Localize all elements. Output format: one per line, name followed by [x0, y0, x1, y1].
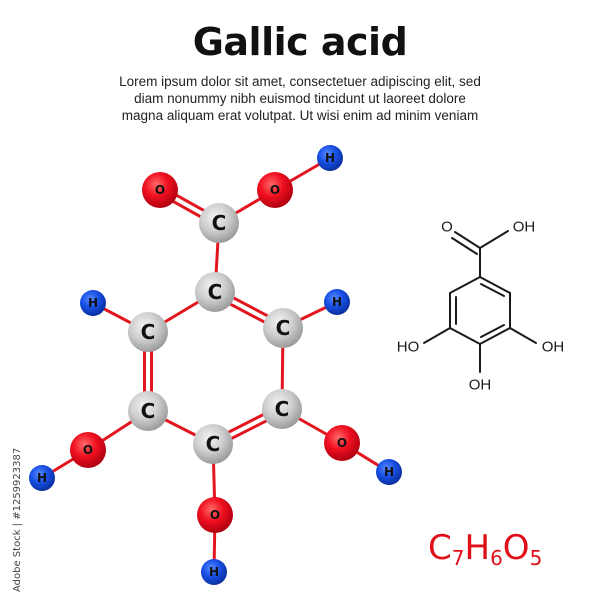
atom-label: H [88, 296, 98, 310]
skeletal-label: OH [469, 377, 492, 394]
atom-label: O [210, 508, 220, 522]
skeletal-label: OH [542, 339, 565, 356]
skeletal-label: OH [513, 219, 536, 236]
formula-symbol: H [464, 528, 491, 568]
oxygen-atom: O [324, 425, 360, 461]
hydrogen-atom: H [201, 559, 227, 585]
hydrogen-atom: H [376, 459, 402, 485]
atom-label: C [141, 320, 156, 344]
carbon-atom: C [128, 391, 168, 431]
oxygen-atom: O [70, 432, 106, 468]
hydrogen-atom: H [80, 290, 106, 316]
hydrogen-atom: H [324, 289, 350, 315]
atom-label: H [209, 565, 219, 579]
atom-label: O [337, 436, 347, 450]
carbon-atom: C [262, 389, 302, 429]
description-line: magna aliquam erat volutpat. Ut wisi eni… [121, 108, 479, 123]
atom-label: H [332, 295, 342, 309]
skeletal-structure [423, 230, 537, 373]
atom-label: H [325, 151, 335, 165]
atom-label: H [384, 465, 394, 479]
atom-label: C [208, 280, 223, 304]
description-line: Lorem ipsum dolor sit amet, consectetuer… [119, 74, 481, 89]
description-line: diam nonummy nibh euismod tincidunt ut l… [134, 91, 466, 106]
hydrogen-atom: H [317, 145, 343, 171]
carbon-atom: C [199, 203, 239, 243]
description: Lorem ipsum dolor sit amet, consectetuer… [0, 73, 600, 124]
atom-label: C [276, 316, 291, 340]
hydrogen-atom: H [29, 465, 55, 491]
carbon-atom: C [193, 424, 233, 464]
carbon-atom: C [263, 308, 303, 348]
stock-credit: Adobe Stock | #1259923387 [12, 447, 23, 592]
formula-count: 5 [529, 546, 543, 570]
skeletal-label: HO [397, 339, 420, 356]
atom-label: C [206, 432, 221, 456]
ball-and-stick-atoms: O O H C C C C C C C H H O H O H O H [29, 145, 402, 585]
formula-symbol: O [502, 528, 530, 568]
formula-count: 6 [490, 546, 503, 570]
oxygen-atom: O [257, 172, 293, 208]
molecular-formula: C7H6O5 [428, 528, 542, 570]
atom-label: O [83, 443, 93, 457]
atom-label: C [141, 399, 156, 423]
atom-label: O [270, 183, 280, 197]
atom-label: H [37, 471, 47, 485]
page-title: Gallic acid [192, 20, 408, 64]
skeletal-label: O [441, 219, 453, 236]
oxygen-atom: O [142, 172, 178, 208]
skeletal-labels: O OH HO OH OH [397, 219, 565, 394]
atom-label: C [212, 211, 227, 235]
atom-label: C [275, 397, 290, 421]
carbon-atom: C [128, 312, 168, 352]
oxygen-atom: O [197, 497, 233, 533]
carbon-atom: C [195, 272, 235, 312]
formula-count: 7 [451, 546, 465, 570]
atom-label: O [155, 183, 165, 197]
formula-symbol: C [428, 528, 452, 568]
